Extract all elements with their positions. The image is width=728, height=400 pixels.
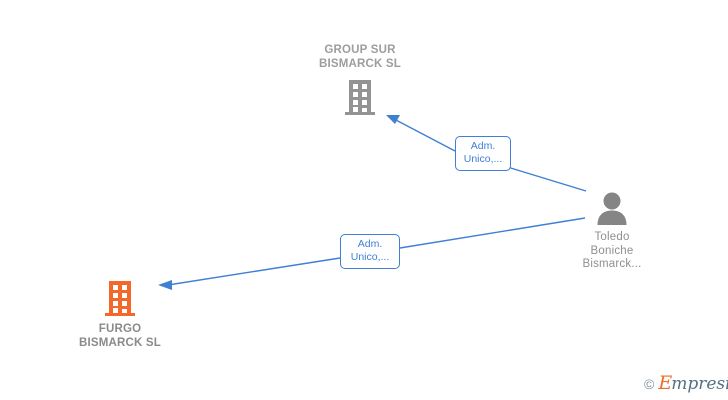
building-icon bbox=[282, 78, 438, 116]
logo-wordmark: mpresia bbox=[671, 374, 728, 394]
edge-label-adm-unico-group-sur[interactable]: Adm. Unico,... bbox=[455, 136, 511, 171]
person-icon bbox=[557, 191, 667, 225]
edge-line-left-segment bbox=[393, 118, 456, 152]
edge-line-right-segment bbox=[399, 217, 586, 249]
edge-line-left-segment bbox=[167, 257, 341, 286]
arrowhead-icon bbox=[158, 280, 172, 290]
node-toledo-boniche-bismarck[interactable]: Toledo Boniche Bismarck... bbox=[557, 191, 667, 272]
logo-initial: E bbox=[658, 372, 673, 394]
node-label: GROUP SUR BISMARCK SL bbox=[318, 44, 402, 70]
empresia-logo: E mpresia bbox=[658, 374, 728, 393]
empresia-watermark: © E mpresia bbox=[644, 374, 728, 393]
node-label: Toledo Boniche Bismarck... bbox=[582, 231, 642, 270]
node-furgo-bismarck-sl[interactable]: FURGO BISMARCK SL bbox=[32, 279, 208, 350]
node-label: FURGO BISMARCK SL bbox=[78, 323, 162, 349]
arrowhead-icon bbox=[386, 115, 400, 124]
edge-label-adm-unico-furgo[interactable]: Adm. Unico,... bbox=[340, 234, 400, 269]
node-group-sur-bismarck-sl[interactable]: GROUP SUR BISMARCK SL bbox=[282, 44, 438, 116]
building-icon bbox=[32, 279, 208, 317]
edge-person-to-furgo[interactable] bbox=[158, 217, 586, 290]
copyright-icon: © bbox=[644, 375, 655, 392]
